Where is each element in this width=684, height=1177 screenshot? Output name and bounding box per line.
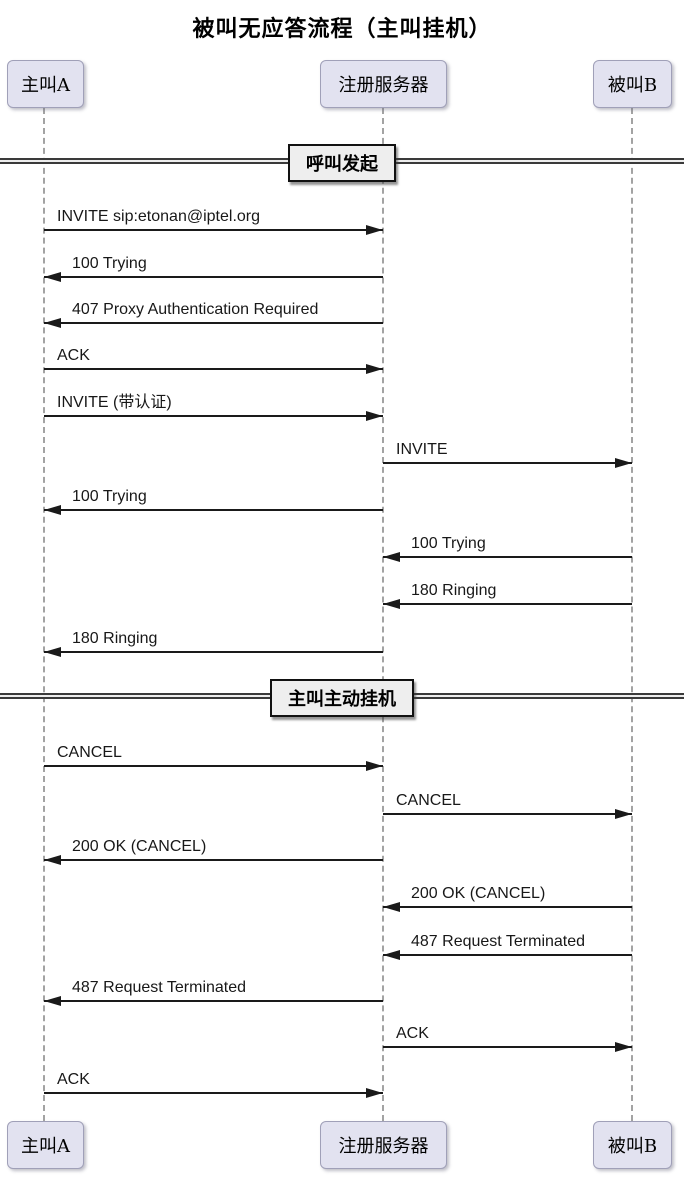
divider-label-caller-hangup: 主叫主动挂机 bbox=[270, 679, 414, 717]
message-label: INVITE sip:etonan@iptel.org bbox=[57, 208, 261, 225]
arrowhead-icon bbox=[44, 318, 61, 328]
message-arrow-line bbox=[383, 1046, 632, 1048]
message-label: ACK bbox=[396, 1025, 429, 1042]
arrowhead-icon bbox=[383, 950, 400, 960]
message-arrow-line bbox=[44, 859, 383, 861]
participant-bottom-caller-a: 主叫A bbox=[7, 1121, 84, 1169]
message-arrow-line bbox=[383, 813, 632, 815]
message-label: INVITE (带认证) bbox=[57, 394, 172, 411]
participant-top-callee-b: 被叫B bbox=[593, 60, 672, 108]
message-label: 200 OK (CANCEL) bbox=[72, 838, 207, 855]
arrowhead-icon bbox=[366, 761, 383, 771]
message-arrow-line bbox=[44, 1000, 383, 1002]
message-label: 100 Trying bbox=[72, 255, 147, 272]
participant-top-caller-a: 主叫A bbox=[7, 60, 84, 108]
message-label: 487 Request Terminated bbox=[411, 933, 586, 950]
arrowhead-icon bbox=[383, 599, 400, 609]
message-label: ACK bbox=[57, 347, 90, 364]
participant-bottom-register-server: 注册服务器 bbox=[320, 1121, 447, 1169]
arrowhead-icon bbox=[366, 411, 383, 421]
arrowhead-icon bbox=[366, 1088, 383, 1098]
message-label: 180 Ringing bbox=[411, 582, 497, 599]
message-arrow-line bbox=[383, 462, 632, 464]
message-label: 100 Trying bbox=[411, 535, 486, 552]
arrowhead-icon bbox=[44, 996, 61, 1006]
message-arrow-line bbox=[383, 954, 632, 956]
message-arrow-line bbox=[44, 322, 383, 324]
lifeline-callee-b bbox=[631, 108, 633, 1121]
arrowhead-icon bbox=[366, 225, 383, 235]
participant-top-register-server: 注册服务器 bbox=[320, 60, 447, 108]
divider-label-call-initiate: 呼叫发起 bbox=[288, 144, 396, 182]
lifeline-caller-a bbox=[43, 108, 45, 1121]
arrowhead-icon bbox=[383, 552, 400, 562]
message-arrow-line bbox=[44, 276, 383, 278]
message-label: 487 Request Terminated bbox=[72, 979, 247, 996]
diagram-title: 被叫无应答流程（主叫挂机） bbox=[192, 16, 492, 42]
arrowhead-icon bbox=[615, 809, 632, 819]
message-label: INVITE bbox=[396, 441, 448, 458]
message-arrow-line bbox=[44, 765, 383, 767]
message-arrow-line bbox=[44, 1092, 383, 1094]
arrowhead-icon bbox=[383, 902, 400, 912]
message-label: 200 OK (CANCEL) bbox=[411, 885, 546, 902]
message-label: 407 Proxy Authentication Required bbox=[72, 301, 319, 318]
message-arrow-line bbox=[383, 906, 632, 908]
arrowhead-icon bbox=[366, 364, 383, 374]
arrowhead-icon bbox=[44, 647, 61, 657]
arrowhead-icon bbox=[615, 1042, 632, 1052]
message-label: 100 Trying bbox=[72, 488, 147, 505]
message-arrow-line bbox=[44, 509, 383, 511]
message-label: ACK bbox=[57, 1071, 90, 1088]
message-arrow-line bbox=[44, 229, 383, 231]
message-label: CANCEL bbox=[57, 744, 122, 761]
arrowhead-icon bbox=[615, 458, 632, 468]
lifeline-register-server bbox=[382, 108, 384, 1121]
arrowhead-icon bbox=[44, 855, 61, 865]
message-arrow-line bbox=[383, 556, 632, 558]
message-arrow-line bbox=[44, 651, 383, 653]
message-arrow-line bbox=[44, 415, 383, 417]
message-label: 180 Ringing bbox=[72, 630, 158, 647]
arrowhead-icon bbox=[44, 505, 61, 515]
participant-bottom-callee-b: 被叫B bbox=[593, 1121, 672, 1169]
message-arrow-line bbox=[44, 368, 383, 370]
arrowhead-icon bbox=[44, 272, 61, 282]
message-label: CANCEL bbox=[396, 792, 461, 809]
message-arrow-line bbox=[383, 603, 632, 605]
